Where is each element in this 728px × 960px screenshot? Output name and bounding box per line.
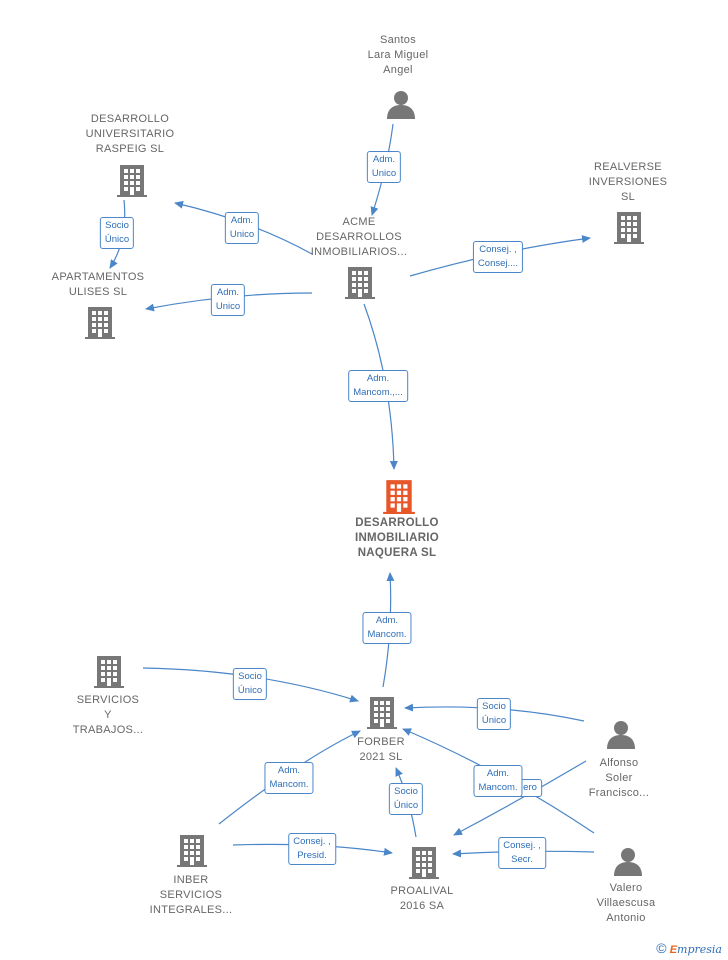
building-icon-realverse[interactable] (614, 212, 644, 244)
edge-label-acme-apart[interactable]: Adm. Unico (210, 284, 246, 316)
node-label-realverse[interactable]: REALVERSE INVERSIONES SL (588, 161, 668, 203)
edge-label-proalival-forber[interactable]: Socio Único (388, 783, 424, 815)
node-label-forber[interactable]: FORBER 2021 SL (357, 736, 405, 763)
person-icon-valero[interactable] (614, 848, 642, 876)
person-icon-alfonso[interactable] (607, 721, 635, 749)
node-label-inber[interactable]: INBER SERVICIOS INTEGRALES... (149, 874, 233, 916)
building-icon-proalival[interactable] (409, 847, 439, 879)
brand-initial: E (669, 944, 678, 956)
brand-logo[interactable]: © Empresia (656, 940, 722, 956)
edge-label-santos-acme[interactable]: Adm. Unico (366, 151, 402, 183)
edge-label-valero-proalival[interactable]: Consej. , Secr. (498, 837, 546, 869)
building-icon-forber[interactable] (367, 697, 397, 729)
building-icon-naquera[interactable] (383, 480, 415, 514)
building-icon-apartamentos[interactable] (85, 307, 115, 339)
node-label-naquera[interactable]: DESARROLLO INMOBILIARIO NAQUERA SL (354, 517, 440, 559)
person-icon-santos[interactable] (387, 91, 415, 119)
edge-label-alfonso-forber[interactable]: Socio Único (476, 698, 512, 730)
building-icon-inber[interactable] (177, 835, 207, 867)
node-label-servicios[interactable]: SERVICIOS Y TRABAJOS... (72, 694, 144, 736)
node-label-desarrollo-universitario[interactable]: DESARROLLO UNIVERSITARIO RASPEIG SL (85, 113, 175, 155)
edge-label-forber-naquera[interactable]: Adm. Mancom. (362, 612, 412, 644)
edge-label-inber-proalival[interactable]: Consej. , Presid. (288, 833, 336, 865)
edge-label-acme-univ[interactable]: Adm. Unico (224, 212, 260, 244)
node-label-proalival[interactable]: PROALIVAL 2016 SA (390, 885, 454, 912)
building-icon-servicios[interactable] (94, 656, 124, 688)
copyright-icon: © (656, 940, 667, 956)
node-label-alfonso[interactable]: Alfonso Soler Francisco... (588, 757, 650, 799)
node-label-valero[interactable]: Valero Villaescusa Antonio (596, 882, 656, 924)
edge-label-acme-realverse[interactable]: Consej. , Consej.... (472, 241, 524, 273)
building-icon-desarrollo-universitario[interactable] (117, 165, 147, 197)
brand-name: mpresia (677, 943, 722, 956)
building-icon-acme[interactable] (345, 267, 375, 299)
edge-label-servicios-forber[interactable]: Socio Único (232, 668, 268, 700)
edge-label-acme-naquera[interactable]: Adm. Mancom.,... (348, 370, 408, 402)
node-label-apartamentos[interactable]: APARTAMENTOS ULISES SL (51, 271, 145, 298)
node-label-acme[interactable]: ACME DESARROLLOS INMOBILIARIOS... (310, 216, 408, 258)
node-label-santos[interactable]: Santos Lara Miguel Angel (367, 34, 429, 76)
edge-alfonso-proalival (453, 760, 587, 836)
edge-label-univ-apart[interactable]: Socio Único (99, 217, 135, 249)
edge-label-inber-forber[interactable]: Adm. Mancom. (264, 762, 314, 794)
edge-label-valero-forber[interactable]: Adm. Mancom. (473, 765, 523, 797)
